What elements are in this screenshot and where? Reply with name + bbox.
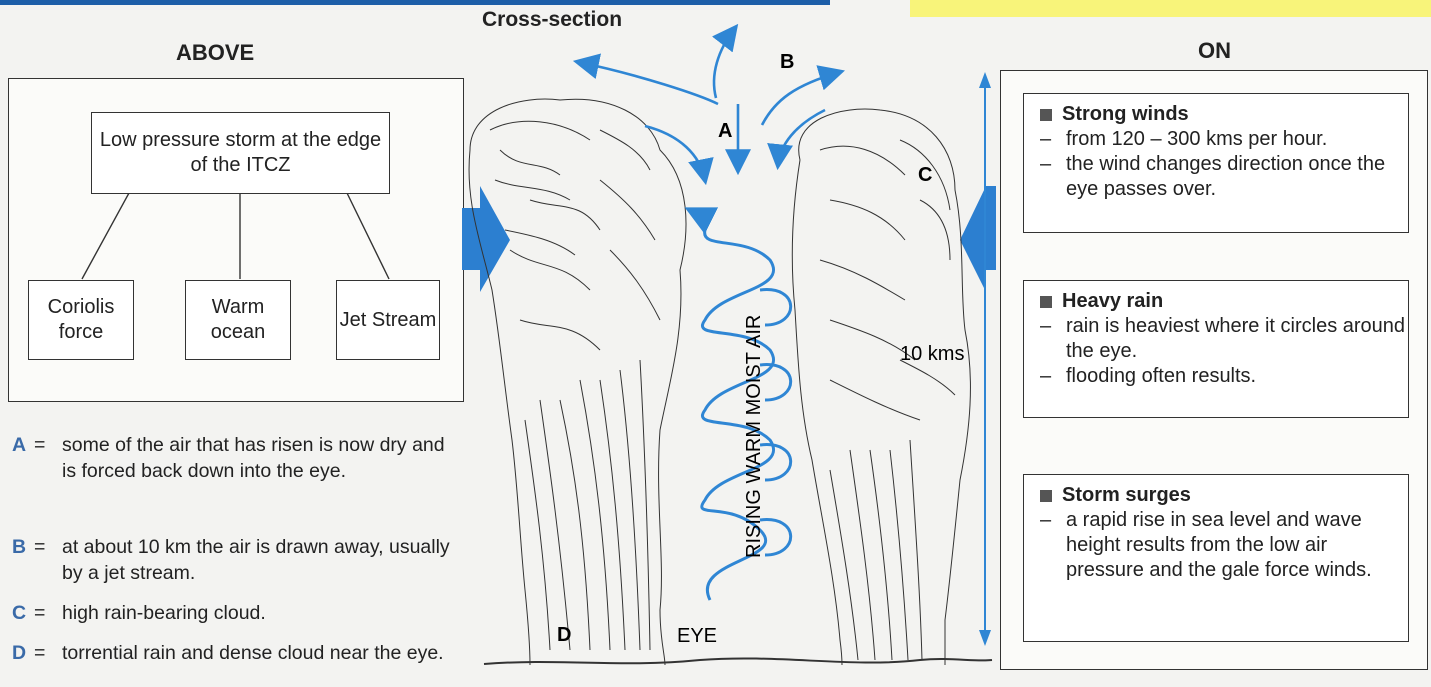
info-item-text: a rapid rise in sea level and wave heigh… <box>1066 509 1372 581</box>
info-title: Heavy rain <box>1040 289 1408 314</box>
info-title-text: Heavy rain <box>1062 289 1163 314</box>
info-item: –the wind changes direction once the eye… <box>1024 152 1408 202</box>
label-rising-air: RISING WARM MOIST AIR <box>743 315 765 558</box>
height-arrow-top <box>979 72 991 88</box>
bullet-square-icon <box>1040 296 1052 308</box>
arrow-b-out-left <box>578 62 718 104</box>
info-box-storm-surges: Storm surges –a rapid rise in sea level … <box>1023 474 1409 642</box>
info-item: –rain is heaviest where it circles aroun… <box>1024 314 1408 364</box>
info-title-text: Strong winds <box>1062 102 1189 127</box>
label-eye: EYE <box>677 625 717 647</box>
info-item: –a rapid rise in sea level and wave heig… <box>1024 508 1408 583</box>
info-item: –from 120 – 300 kms per hour. <box>1024 127 1408 152</box>
on-panel: Strong winds –from 120 – 300 kms per hou… <box>1000 70 1428 670</box>
left-cloud-column <box>469 99 686 665</box>
info-box-heavy-rain: Heavy rain –rain is heaviest where it ci… <box>1023 280 1409 418</box>
info-title: Strong winds <box>1040 102 1408 127</box>
label-d: D <box>557 624 571 646</box>
label-b: B <box>780 51 794 73</box>
info-item-text: from 120 – 300 kms per hour. <box>1066 128 1327 150</box>
height-arrow-bottom <box>979 630 991 646</box>
info-item-text: rain is heaviest where it circles around… <box>1066 315 1405 362</box>
info-title-text: Storm surges <box>1062 483 1191 508</box>
inflow-arrow-right <box>960 186 996 292</box>
ground-line <box>484 658 992 664</box>
label-a: A <box>718 120 732 142</box>
info-title: Storm surges <box>1040 483 1408 508</box>
bullet-square-icon <box>1040 109 1052 121</box>
right-cloud-column <box>792 109 970 665</box>
info-item: –flooding often results. <box>1024 364 1408 389</box>
info-box-strong-winds: Strong winds –from 120 – 300 kms per hou… <box>1023 93 1409 233</box>
arrow-b-out-right <box>762 72 840 125</box>
label-height: 10 kms <box>900 343 964 365</box>
info-item-text: flooding often results. <box>1066 365 1256 387</box>
arrow-b-out-up <box>714 28 735 98</box>
label-c: C <box>918 164 932 186</box>
inflow-arrow-left <box>462 186 510 292</box>
bullet-square-icon <box>1040 490 1052 502</box>
on-heading: ON <box>1198 38 1231 64</box>
cross-section-drawing: A B C D EYE 10 kms RISING WARM MOIST AIR <box>0 0 1000 687</box>
info-item-text: the wind changes direction once the eye … <box>1066 153 1385 200</box>
